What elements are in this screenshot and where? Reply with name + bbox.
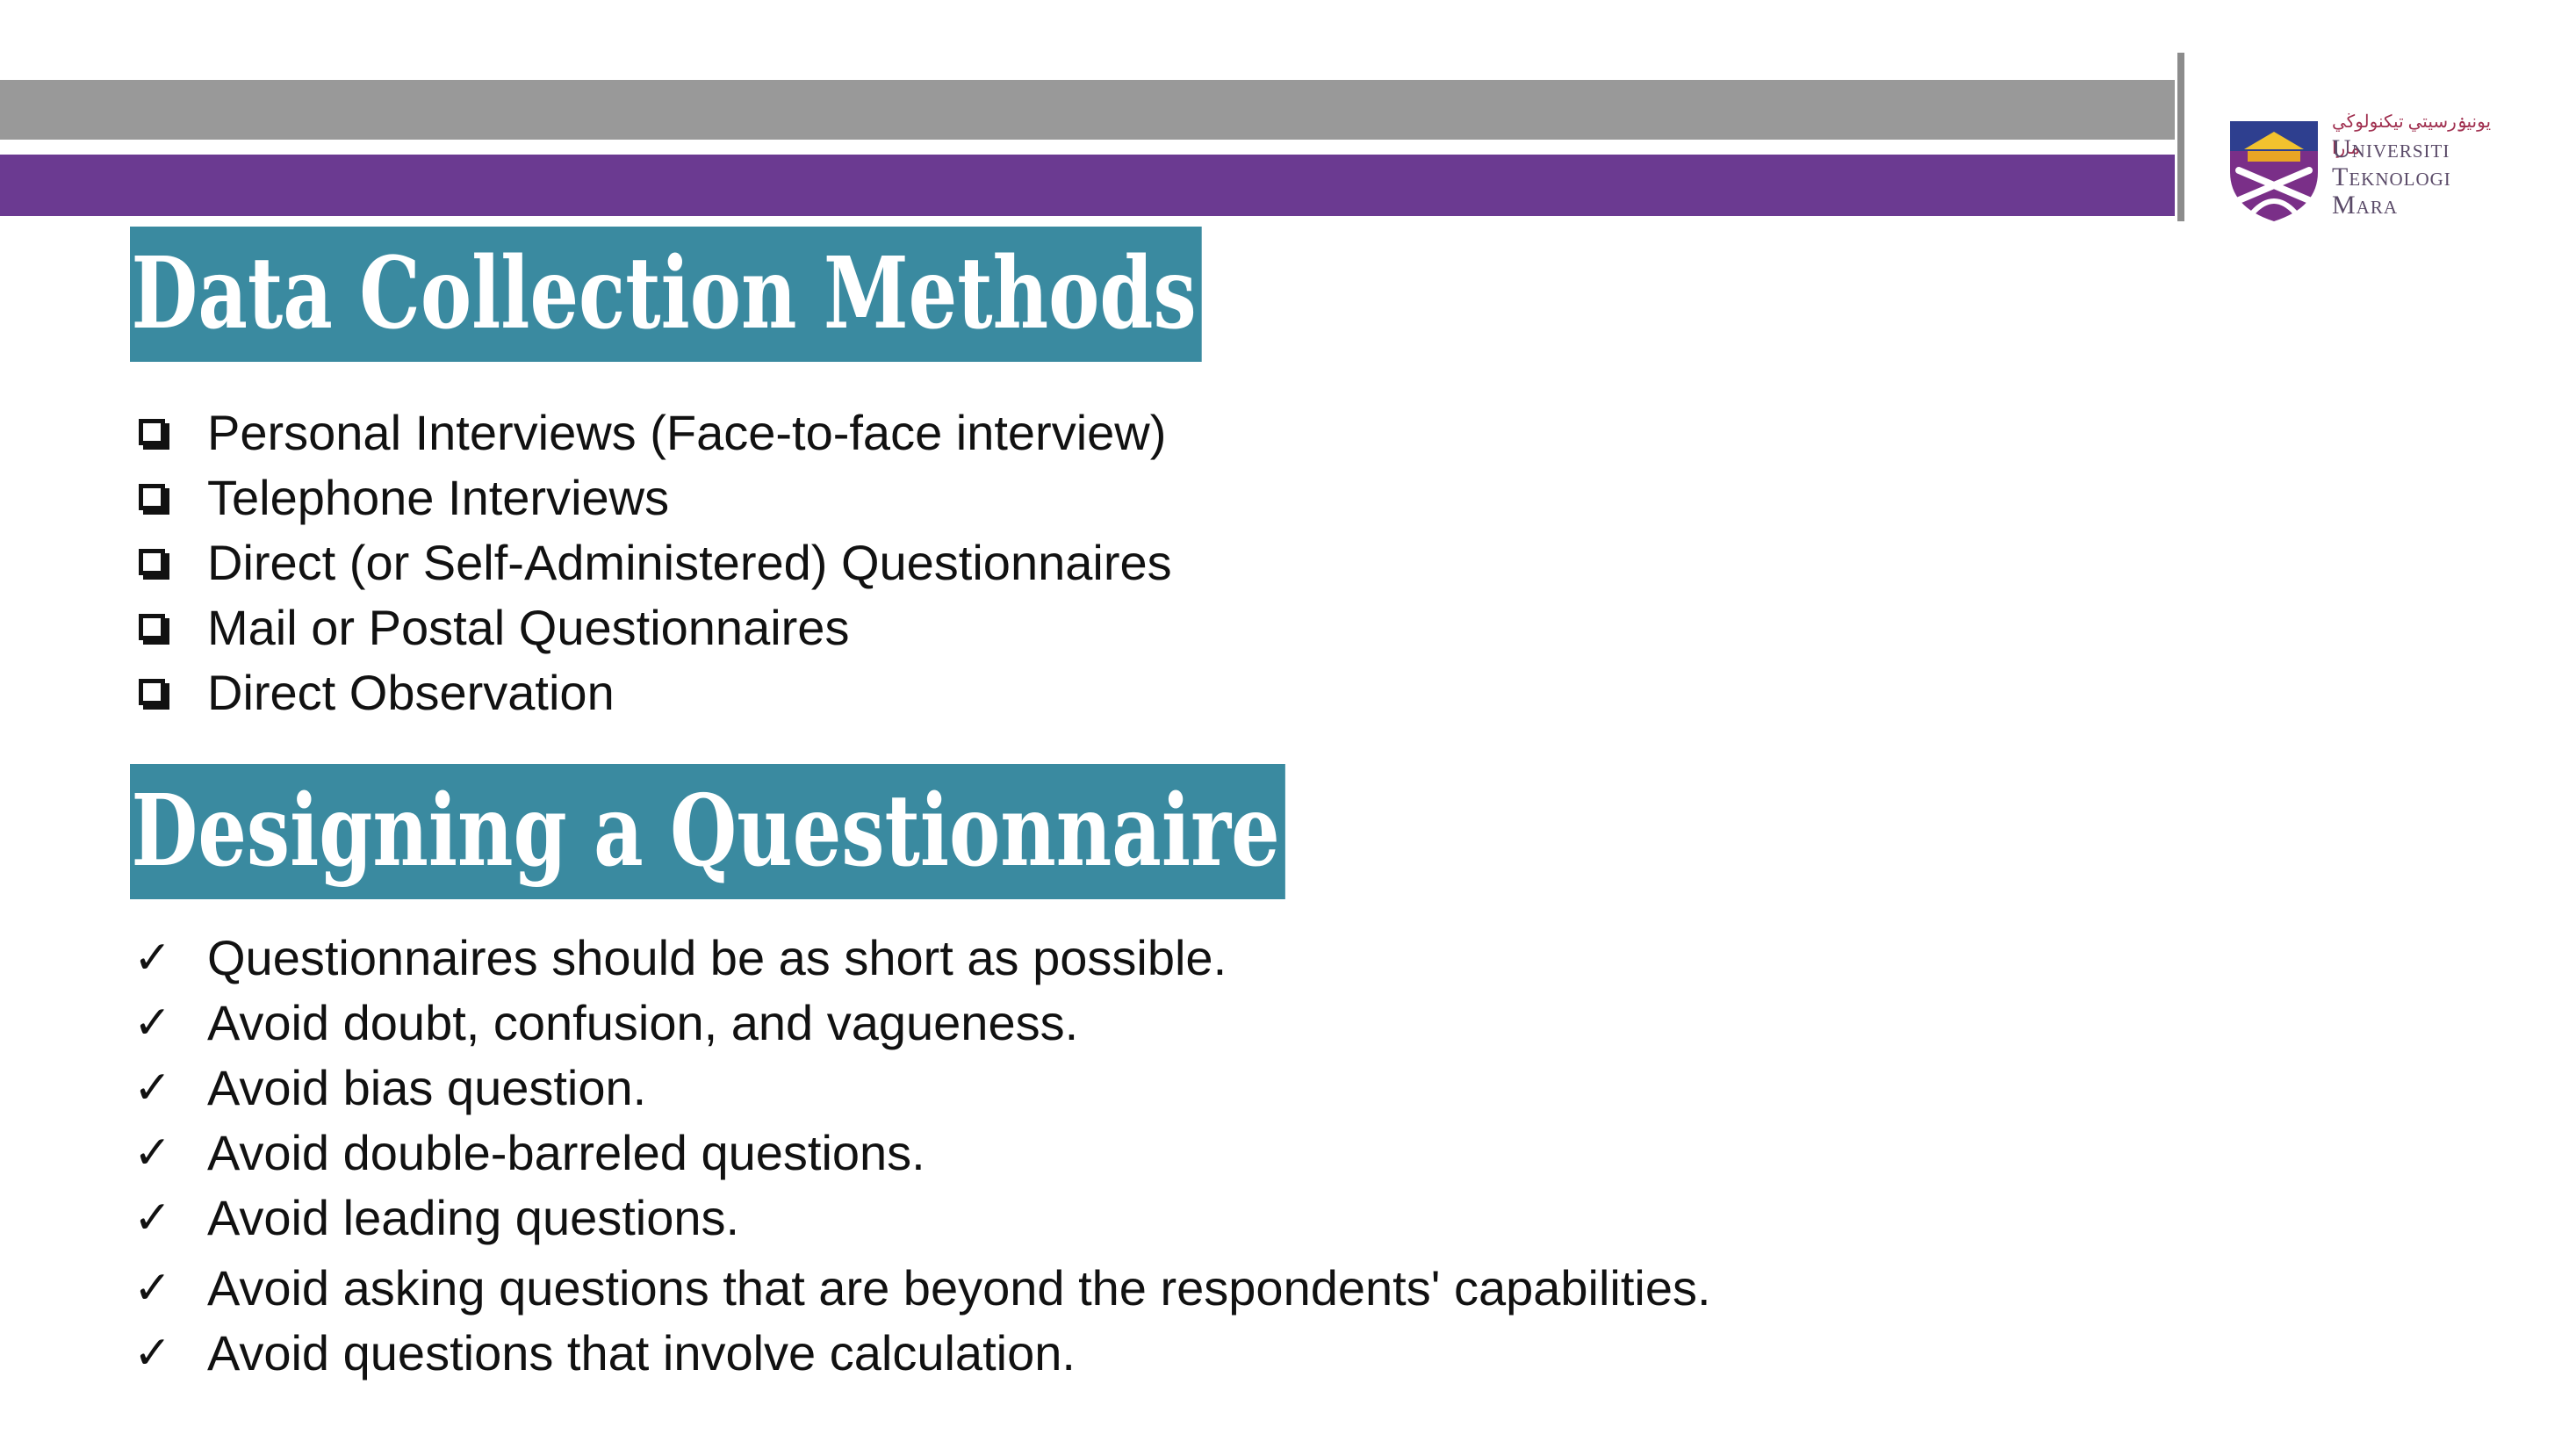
logo-divider xyxy=(2177,53,2184,221)
list-item-text: Questionnaires should be as short as pos… xyxy=(207,930,1227,985)
list-item: Direct Observation xyxy=(133,660,1172,725)
list-item-text: Mail or Postal Questionnaires xyxy=(207,600,850,655)
header-gray-band xyxy=(0,80,2175,140)
list-item: Mail or Postal Questionnaires xyxy=(133,595,1172,660)
checkmark-icon: ✓ xyxy=(133,932,172,984)
checkmark-icon: ✓ xyxy=(133,1062,172,1114)
list-item: ✓ Avoid bias question. xyxy=(133,1056,1711,1121)
section1-heading: Data Collection Methods xyxy=(130,227,1202,362)
questionnaire-tips-list: ✓ Questionnaires should be as short as po… xyxy=(133,926,1711,1386)
checkmark-icon: ✓ xyxy=(133,997,172,1049)
checkbox-square-icon xyxy=(139,679,165,705)
checkmark-icon: ✓ xyxy=(133,1327,172,1380)
checkbox-square-icon xyxy=(139,484,165,510)
list-item: ✓ Avoid double-barreled questions. xyxy=(133,1121,1711,1186)
list-item: ✓ Avoid questions that involve calculatio… xyxy=(133,1321,1711,1386)
list-item: Direct (or Self-Administered) Questionna… xyxy=(133,530,1172,595)
crest-icon xyxy=(2230,121,2318,221)
checkbox-square-icon xyxy=(139,419,165,445)
list-item: ✓ Avoid asking questions that are beyond … xyxy=(133,1256,1711,1321)
checkbox-square-icon xyxy=(139,549,165,575)
header-purple-band xyxy=(0,155,2175,216)
list-item-text: Direct (or Self-Administered) Questionna… xyxy=(207,535,1172,590)
list-item-text: Avoid doubt, confusion, and vagueness. xyxy=(207,995,1079,1050)
list-item-text: Personal Interviews (Face-to-face interv… xyxy=(207,405,1167,460)
logo-jawi-text: يونيۏرسيتي تيكنولوڬي مارا xyxy=(2332,112,2492,158)
list-item-text: Telephone Interviews xyxy=(207,470,670,525)
list-item: Personal Interviews (Face-to-face interv… xyxy=(133,400,1172,465)
uitm-logo: يونيۏرسيتي تيكنولوڬي مارا Universiti Tek… xyxy=(2227,109,2499,228)
section2-heading: Designing a Questionnaire xyxy=(130,764,1285,899)
logo-line-teknologi: Teknologi xyxy=(2332,162,2451,191)
list-item-text: Avoid questions that involve calculation… xyxy=(207,1325,1076,1381)
list-item-text: Avoid asking questions that are beyond t… xyxy=(207,1260,1711,1316)
checkmark-icon: ✓ xyxy=(133,1192,172,1244)
list-item-text: Direct Observation xyxy=(207,665,615,720)
logo-line-universiti: Universiti xyxy=(2332,134,2450,163)
logo-wordmark: يونيۏرسيتي تيكنولوڬي مارا Universiti Tek… xyxy=(2332,109,2508,220)
list-item: Telephone Interviews xyxy=(133,465,1172,530)
list-item-text: Avoid bias question. xyxy=(207,1060,647,1115)
list-item: ✓ Avoid doubt, confusion, and vagueness. xyxy=(133,991,1711,1056)
data-collection-list: Personal Interviews (Face-to-face interv… xyxy=(133,400,1172,725)
list-item-text: Avoid double-barreled questions. xyxy=(207,1125,925,1180)
checkmark-icon: ✓ xyxy=(133,1262,172,1315)
logo-line-mara: Mara xyxy=(2332,191,2399,220)
list-item-text: Avoid leading questions. xyxy=(207,1190,740,1245)
checkbox-square-icon xyxy=(139,614,165,640)
checkmark-icon: ✓ xyxy=(133,1127,172,1179)
list-item: ✓ Avoid leading questions. xyxy=(133,1186,1711,1251)
list-item: ✓ Questionnaires should be as short as po… xyxy=(133,926,1711,991)
